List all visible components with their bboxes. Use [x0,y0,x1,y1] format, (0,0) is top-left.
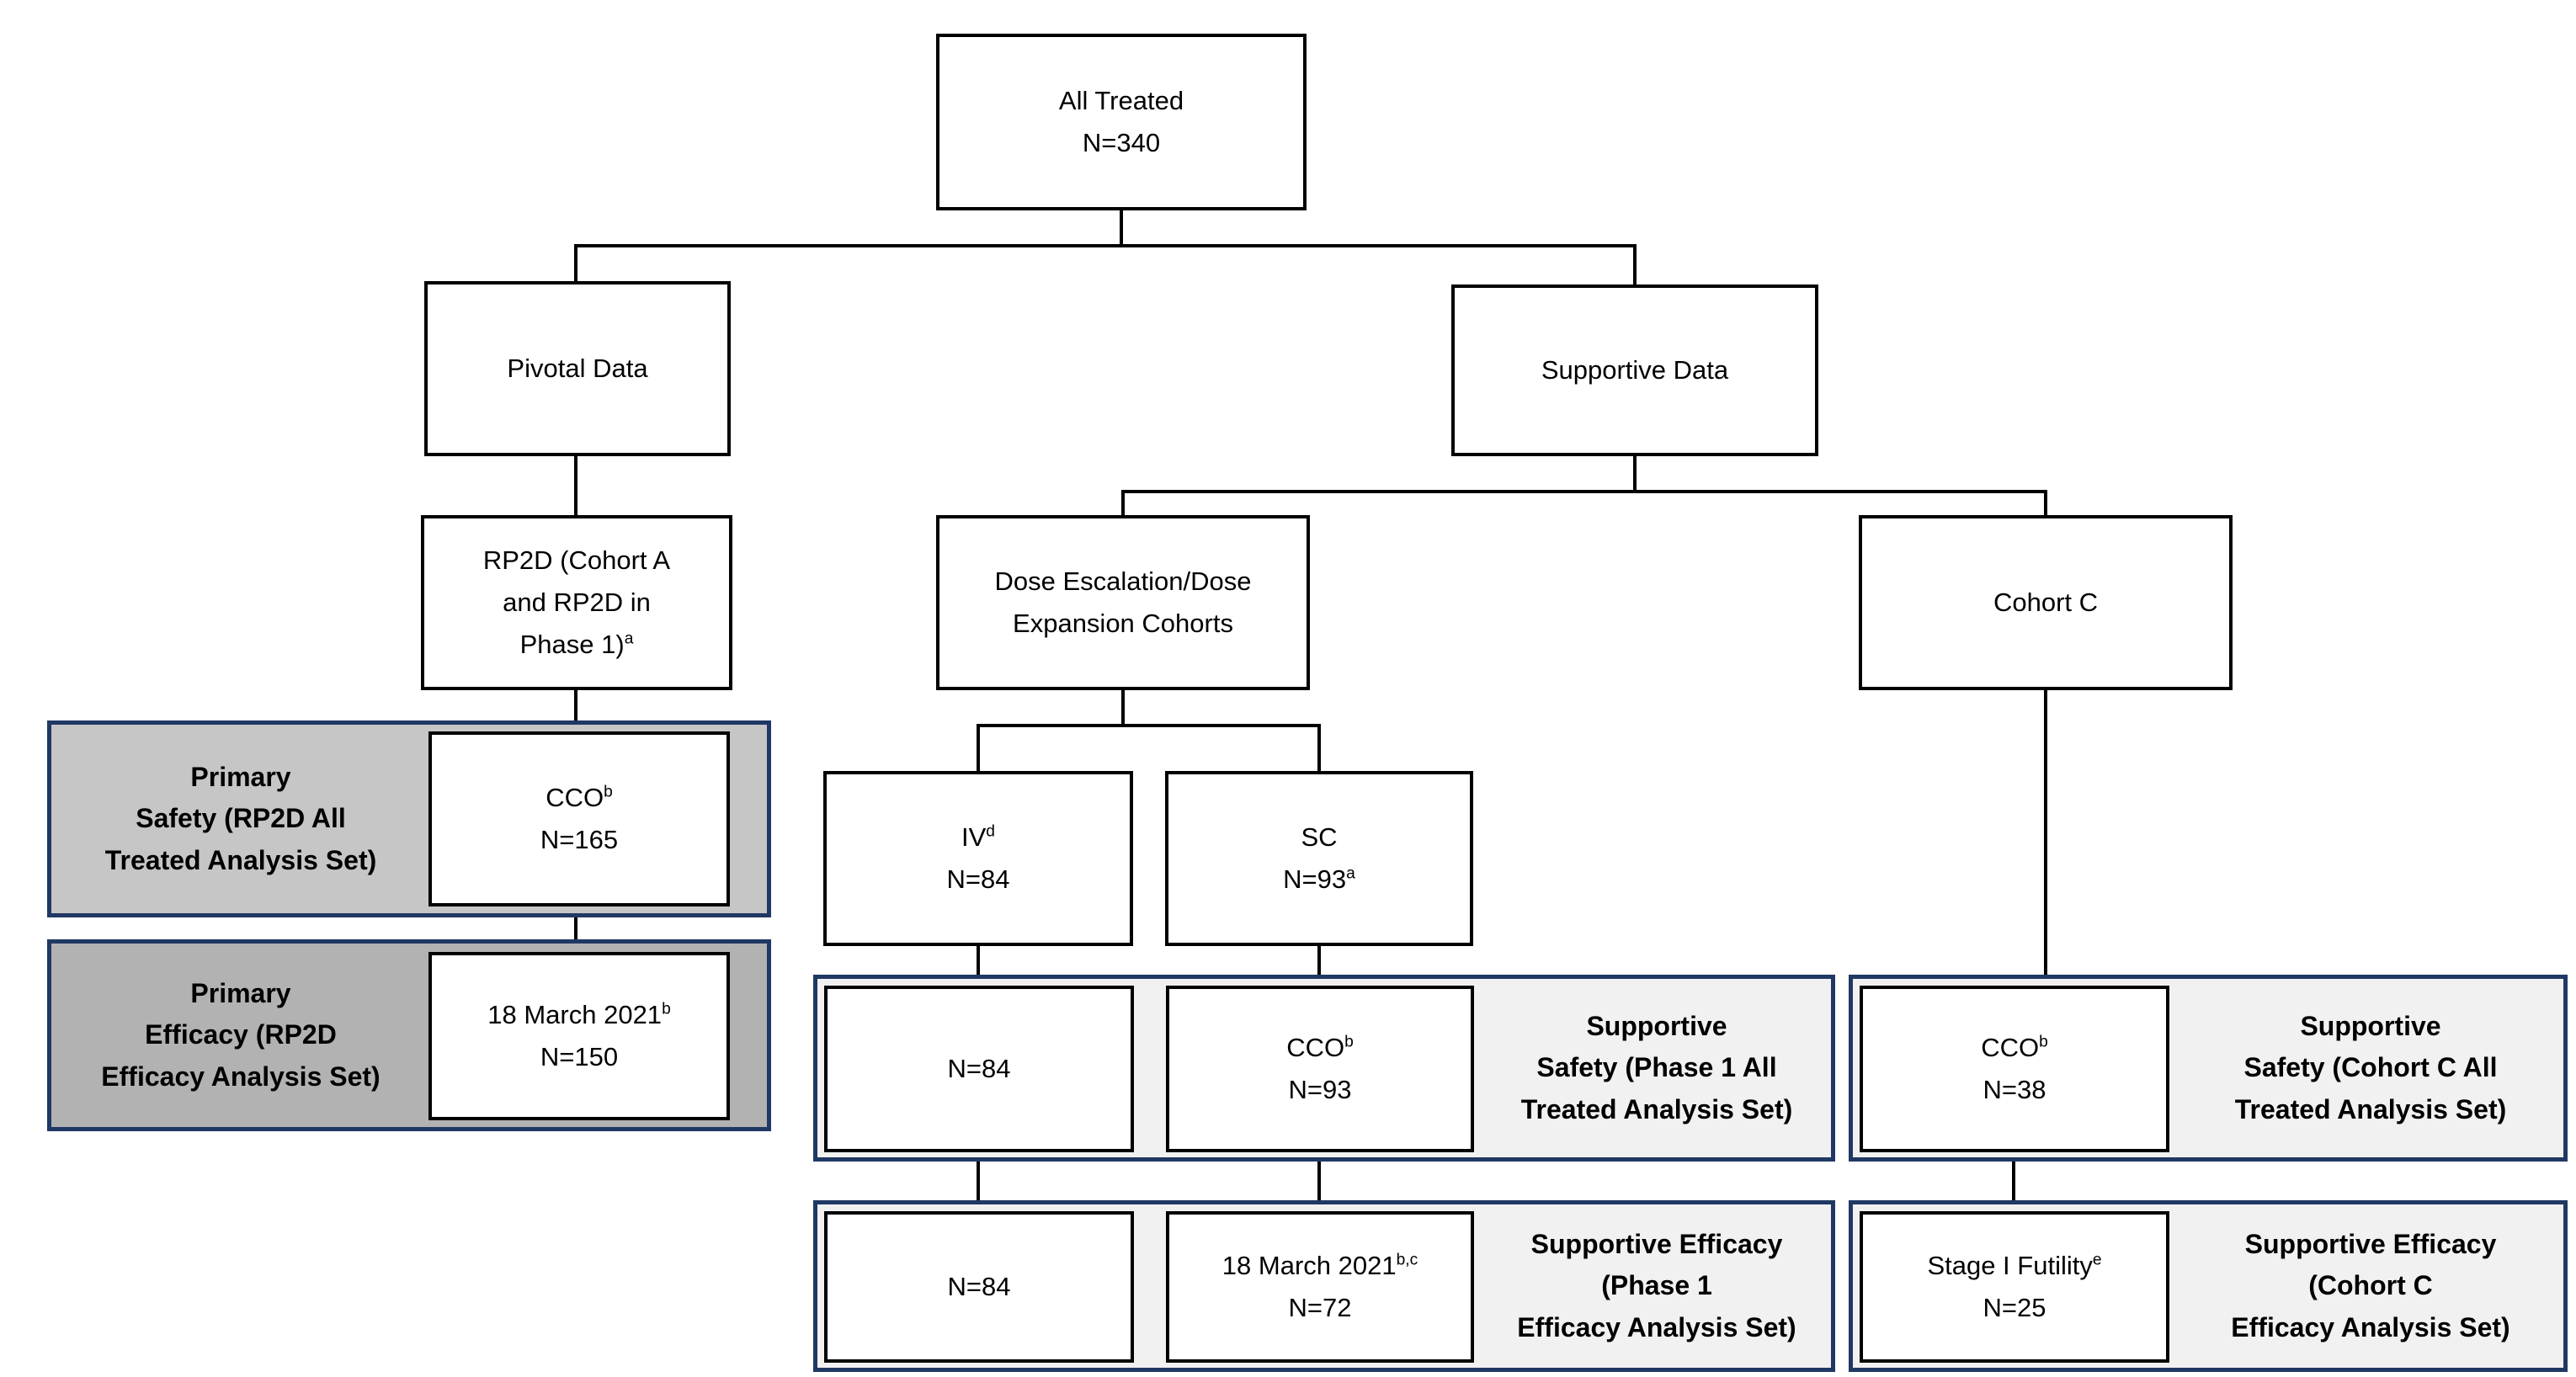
node-text: N=72 [1288,1293,1352,1322]
node-n84-efficacy: N=84 [824,1211,1134,1363]
connector-to-pivotal [574,244,577,281]
node-text: N=340 [1082,128,1161,157]
panel-label-line: Safety (Phase 1 All [1536,1052,1777,1083]
node-cco-165: CCOb N=165 [428,731,730,906]
node-rp2d: RP2D (Cohort A and RP2D in Phase 1)a [421,515,732,690]
node-pivotal-data: Pivotal Data [424,281,731,456]
node-text: CCOb [546,782,613,812]
connector-safety-efficacy-cohortc [2012,1162,2015,1200]
panel-label-line: (Cohort C [2308,1270,2433,1301]
node-text: N=93a [1283,864,1355,894]
connector-to-cohortc [2044,490,2047,515]
node-text: N=150 [540,1042,619,1071]
connector-to-sc [1317,724,1321,773]
node-text: All Treated [1058,85,1184,115]
node-text: Supportive Data [1541,354,1729,385]
connector-iv-safetyrow [977,946,980,975]
connector-safety-efficacy-mid-right [1317,1162,1321,1200]
connector-pivotal-rp2d [574,456,577,515]
node-text: Dose Escalation/Dose [994,566,1252,596]
node-efficacy-72: 18 March 2021b,c N=72 [1166,1211,1474,1363]
panel-label-line: Efficacy (RP2D [145,1019,337,1050]
panel-label-line: (Phase 1 [1601,1270,1712,1301]
panel-label-line: Treated Analysis Set) [104,844,377,875]
node-text: Stage I Futilitye [1927,1250,2102,1280]
node-text: CCOb [1981,1032,2048,1062]
panel-label-line: Safety (Cohort C All [2243,1052,2498,1083]
node-text: Expansion Cohorts [1013,609,1233,638]
node-text: RP2D (Cohort A [482,545,671,575]
node-text: IVd [961,821,995,852]
connector-to-iv [977,724,980,773]
connector-to-supportive [1633,244,1637,284]
panel-label-supportive-efficacy-phase1: Supportive Efficacy (Phase 1 Efficacy An… [1482,1204,1831,1368]
panel-label-supportive-safety-phase1: Supportive Safety (Phase 1 All Treated A… [1482,979,1831,1157]
connector-alltreated-down [1120,210,1123,246]
node-stage1-futility: Stage I Futilitye N=25 [1860,1211,2169,1363]
connector-level2-horizontal [1121,490,2047,493]
node-dose-escalation: Dose Escalation/Dose Expansion Cohorts [936,515,1310,690]
node-sc: SC N=93a [1165,771,1473,946]
connector-cohortc-down [2044,690,2047,975]
connector-safety-efficacy-left [574,917,577,939]
node-text: N=84 [947,1053,1011,1083]
node-supportive-data: Supportive Data [1451,284,1818,456]
panel-label-line: Efficacy Analysis Set) [1517,1311,1796,1342]
panel-label-line: Supportive [2300,1010,2441,1041]
node-text: N=38 [1983,1075,2046,1104]
panel-supportive-efficacy-phase1: N=84 18 March 2021b,c N=72 Supportive Ef… [813,1200,1835,1372]
connector-sc-safetyrow [1317,946,1321,975]
panel-label-supportive-efficacy-cohortc: Supportive Efficacy (Cohort C Efficacy A… [2178,1204,2563,1368]
node-text: CCOb [1286,1032,1354,1062]
node-text: N=25 [1983,1293,2046,1322]
node-efficacy-150: 18 March 2021b N=150 [428,952,730,1120]
node-all-treated: All Treated N=340 [936,34,1307,210]
panel-label-primary-safety: Primary Safety (RP2D All Treated Analysi… [60,725,422,913]
panel-supportive-efficacy-cohortc: Stage I Futilitye N=25 Supportive Effica… [1849,1200,2568,1372]
node-iv: IVd N=84 [823,771,1133,946]
panel-label-line: Efficacy Analysis Set) [2231,1311,2510,1342]
panel-label-supportive-safety-cohortc: Supportive Safety (Cohort C All Treated … [2178,979,2563,1157]
connector-to-doseesc [1121,490,1125,515]
node-text: 18 March 2021b,c [1221,1250,1418,1280]
panel-label-line: Treated Analysis Set) [2234,1093,2507,1124]
panel-label-line: Supportive Efficacy [2244,1228,2497,1259]
node-cohort-c: Cohort C [1859,515,2233,690]
panel-label-primary-efficacy: Primary Efficacy (RP2D Efficacy Analysis… [60,944,422,1127]
node-text: 18 March 2021b [487,999,671,1029]
panel-primary-efficacy: Primary Efficacy (RP2D Efficacy Analysis… [47,939,771,1131]
node-text: Phase 1)a [519,630,634,660]
node-n84-safety: N=84 [824,986,1134,1152]
panel-label-line: Treated Analysis Set) [1520,1093,1793,1124]
node-text: SC [1301,821,1338,852]
panel-label-line: Supportive [1586,1010,1727,1041]
connector-safety-efficacy-mid-left [977,1162,980,1200]
node-text: Cohort C [1993,587,2099,617]
panel-label-line: Efficacy Analysis Set) [101,1061,381,1092]
panel-primary-safety: Primary Safety (RP2D All Treated Analysi… [47,720,771,917]
node-cco-93: CCOb N=93 [1166,986,1474,1152]
connector-ivsc-horizontal [977,724,1321,727]
connector-supportive-down [1633,456,1637,492]
connector-doseesc-down [1121,690,1125,726]
node-text: Pivotal Data [507,353,648,383]
node-text: N=84 [947,1271,1011,1301]
panel-supportive-safety-phase1: N=84 CCOb N=93 Supportive Safety (Phase … [813,975,1835,1162]
node-text: and RP2D in [503,587,651,617]
panel-supportive-safety-cohortc: CCOb N=38 Supportive Safety (Cohort C Al… [1849,975,2568,1162]
panel-label-line: Primary [190,977,291,1008]
node-text: N=165 [540,825,619,854]
panel-label-line: Supportive Efficacy [1530,1228,1783,1259]
panel-label-line: Primary [190,761,291,792]
node-text: N=84 [946,864,1010,894]
node-cco-38: CCOb N=38 [1860,986,2169,1152]
node-text: N=93 [1288,1075,1352,1104]
connector-rp2d-safety [574,690,577,722]
panel-label-line: Safety (RP2D All [136,803,346,834]
connector-level1-horizontal [574,244,1637,247]
